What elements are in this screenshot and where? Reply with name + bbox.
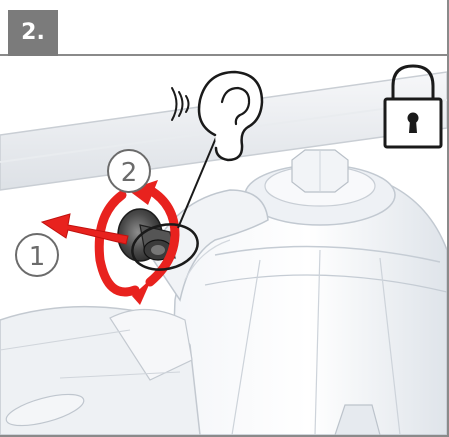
pull-arrow-icon (42, 214, 128, 244)
callout-2: 2 (108, 150, 150, 192)
housing (170, 150, 447, 435)
panel-header: 2. (0, 0, 447, 56)
step-number-badge: 2. (8, 10, 58, 56)
knob (118, 209, 175, 261)
callout-1-label: 1 (29, 242, 46, 272)
callout-1: 1 (16, 234, 58, 276)
lower-left-parts (0, 307, 200, 435)
assembly-illustration: 1 2 (0, 58, 447, 435)
callout-2-label: 2 (121, 158, 138, 188)
